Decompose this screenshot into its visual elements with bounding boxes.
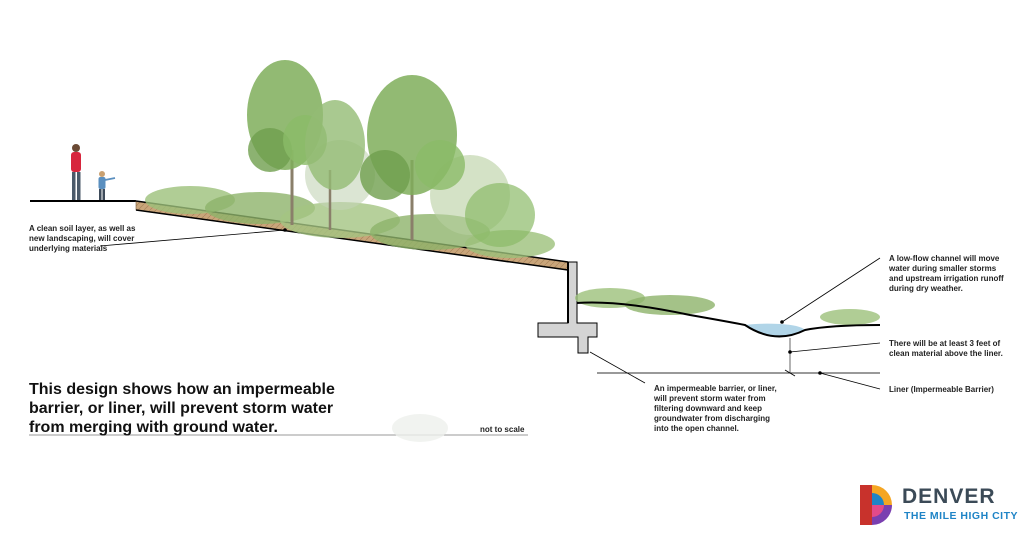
tree-right <box>360 75 465 240</box>
child-figure <box>98 171 116 200</box>
soil-layer-callout: A clean soil layer, as well as new lands… <box>29 224 136 253</box>
logo-tagline: THE MILE HIGH CITY <box>904 510 1018 522</box>
liner-leader-line <box>819 372 881 390</box>
denver-logo: DENVER THE MILE HIGH CITY <box>858 483 1018 527</box>
low-flow-leader-line <box>781 257 881 323</box>
soil-leader-line <box>99 229 286 247</box>
retaining-wall <box>537 261 598 354</box>
logo-name: DENVER <box>902 485 996 508</box>
right-ground-line <box>576 301 881 338</box>
headline-text: This design shows how an impermeable bar… <box>29 381 335 436</box>
scale-note: not to scale <box>480 425 525 434</box>
clean-material-leader-line <box>789 342 881 353</box>
channel-water <box>745 323 805 337</box>
denver-logo-mark-icon <box>860 485 892 525</box>
slope-bottom-line <box>135 209 569 271</box>
shrub-right <box>465 183 535 247</box>
adult-figure <box>71 144 81 200</box>
barrier-leader-line <box>589 351 646 384</box>
clean-material-callout: There will be at least 3 feet of clean m… <box>889 339 1003 358</box>
right-foliage <box>575 288 880 325</box>
liner-label: Liner (Impermeable Barrier) <box>889 385 994 394</box>
low-flow-channel-callout: A low-flow channel will move water durin… <box>889 254 1004 293</box>
tree-middle <box>305 100 365 230</box>
barrier-callout: An impermeable barrier, or liner, will p… <box>654 384 777 433</box>
